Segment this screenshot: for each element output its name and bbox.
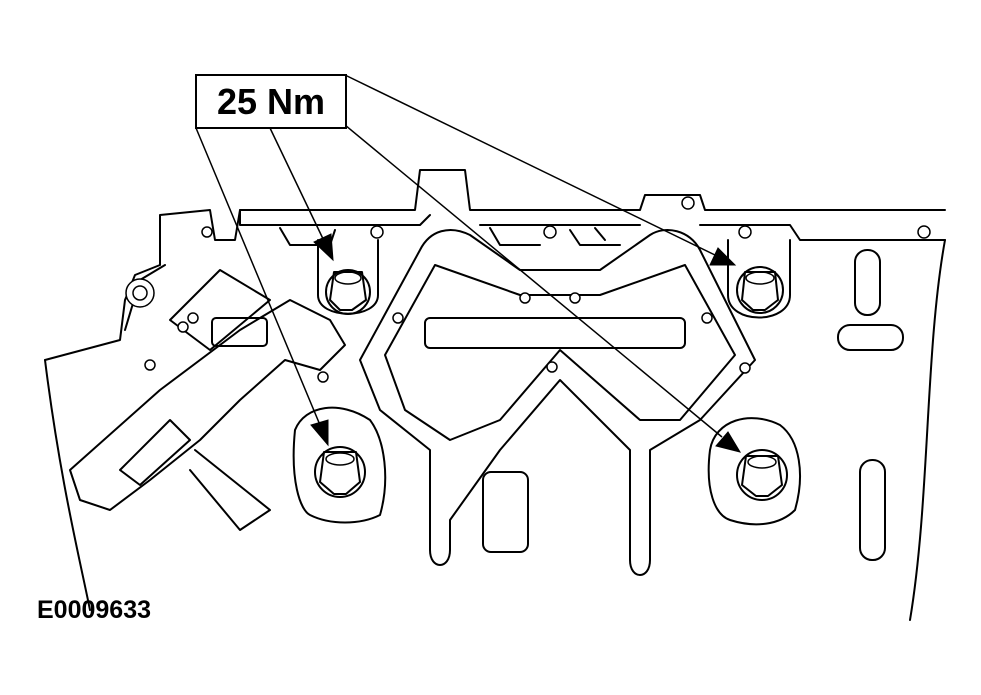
casting-outline (44, 169, 946, 621)
bolt-lower-right (707, 417, 801, 526)
bolt-upper-left (317, 239, 379, 315)
center-frame (211, 196, 931, 576)
leader-arrows (195, 74, 742, 453)
torque-callout: 25 Nm (195, 74, 347, 129)
bolt-upper-right (727, 239, 791, 319)
figure-id: E0009633 (37, 596, 151, 624)
bolt-lower-left (292, 406, 387, 524)
left-bracket (69, 226, 346, 531)
torque-label: 25 Nm (217, 81, 325, 122)
